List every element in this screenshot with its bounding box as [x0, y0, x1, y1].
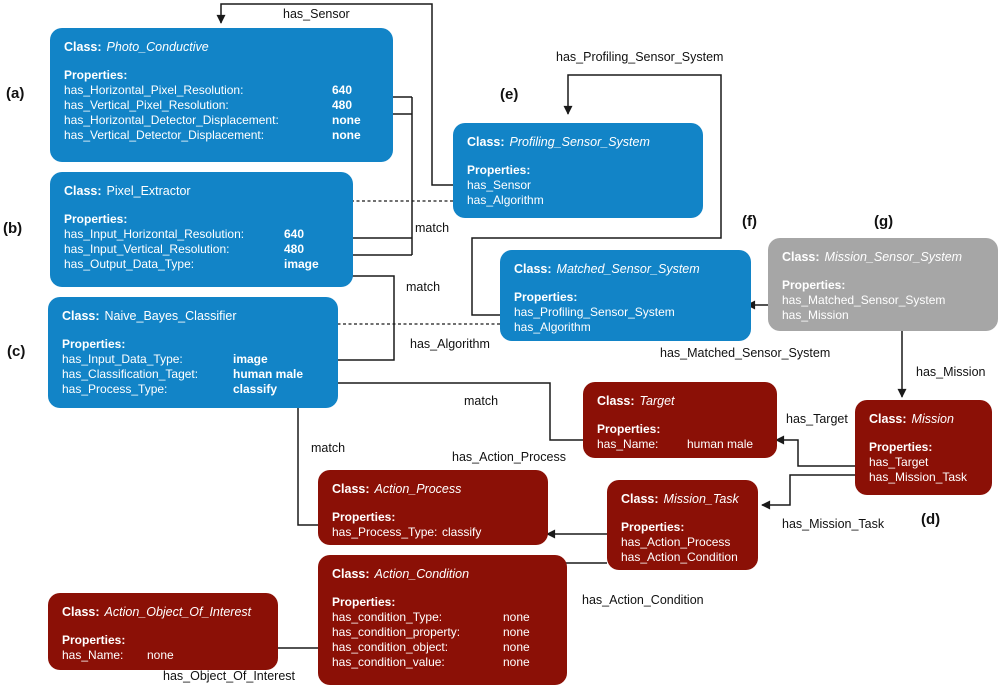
edge-label-has-target: has_Target: [786, 412, 848, 426]
properties-heading: Properties:: [62, 633, 126, 647]
edge-label-has-mission-task: has_Mission_Task: [782, 517, 885, 531]
property-row: has_Profiling_Sensor_System: [514, 305, 675, 319]
class-box-matched-sensor-system: Class:Matched_Sensor_System Properties: …: [500, 250, 751, 341]
class-title: Class:Photo_Conductive: [64, 40, 209, 54]
property-row: has_Horizontal_Detector_Displacement:non…: [64, 113, 361, 127]
properties-heading: Properties:: [332, 595, 396, 609]
property-row: has_condition_Type:none: [332, 610, 530, 624]
class-box-photo-conductive: Class:Photo_Conductive Properties: has_H…: [50, 28, 393, 162]
property-row: has_Action_Condition: [621, 550, 738, 564]
panel-label-b: (b): [3, 220, 23, 237]
property-row: has_Process_Type:classify: [62, 382, 278, 396]
property-row: has_Matched_Sensor_System: [782, 293, 946, 307]
property-row: has_Mission: [782, 308, 849, 322]
wire-match-c-process: [288, 396, 318, 526]
properties-heading: Properties:: [64, 68, 128, 82]
class-box-action-process: Class:Action_Process Properties: has_Pro…: [318, 470, 548, 545]
property-row: has_condition_value:none: [332, 655, 530, 669]
panel-label-g: (g): [874, 213, 894, 230]
property-row: has_Horizontal_Pixel_Resolution:640: [64, 83, 353, 97]
class-box-mission: Class:Mission Properties: has_Target has…: [855, 400, 992, 495]
class-title: Class:Action_Process: [332, 482, 462, 496]
class-box-naive-bayes-classifier: Class:Naive_Bayes_Classifier Properties:…: [48, 297, 338, 408]
property-row: has_condition_property:none: [332, 625, 530, 639]
properties-heading: Properties:: [514, 290, 578, 304]
edge-label-has-action-condition: has_Action_Condition: [582, 593, 704, 607]
class-title: Class:Profiling_Sensor_System: [467, 135, 650, 149]
property-row: has_Input_Horizontal_Resolution:640: [64, 227, 305, 241]
property-row: has_Target: [869, 455, 929, 469]
class-title: Class:Target: [597, 394, 675, 408]
edge-label-has-algorithm-f: has_Algorithm: [410, 337, 490, 351]
class-title: Class:Naive_Bayes_Classifier: [62, 309, 237, 323]
edge-label-match-c-process: match: [311, 441, 346, 455]
class-title: Class:Mission_Task: [621, 492, 739, 506]
class-box-action-condition: Class:Action_Condition Properties: has_c…: [318, 555, 567, 685]
class-box-profiling-sensor-system: Class:Profiling_Sensor_System Properties…: [453, 123, 703, 218]
edge-label-has-mission: has_Mission: [916, 365, 986, 379]
property-row: has_condition_object:none: [332, 640, 530, 654]
property-row: has_Vertical_Detector_Displacement:none: [64, 128, 361, 142]
edge-label-has-sensor: has_Sensor: [283, 7, 350, 21]
panel-label-f: (f): [742, 213, 757, 230]
property-row: has_Algorithm: [467, 193, 544, 207]
wire-match-c-target: [317, 382, 583, 441]
wire-has-target: [775, 435, 855, 467]
class-title: Class:Action_Object_Of_Interest: [62, 605, 252, 619]
properties-heading: Properties:: [621, 520, 685, 534]
property-row: has_Algorithm: [514, 320, 591, 334]
class-title: Class:Matched_Sensor_System: [514, 262, 700, 276]
properties-heading: Properties:: [332, 510, 396, 524]
property-row: has_Process_Type:classify: [332, 525, 482, 539]
class-box-action-object-of-interest: Class:Action_Object_Of_Interest Properti…: [48, 593, 278, 670]
property-row: has_Output_Data_Type:image: [64, 257, 319, 271]
edge-label-match-c-target: match: [464, 394, 499, 408]
edge-label-match-bc: match: [406, 280, 441, 294]
property-row: has_Action_Process: [621, 535, 731, 549]
class-title: Class:Mission_Sensor_System: [782, 250, 963, 264]
edge-label-has-action-process: has_Action_Process: [452, 450, 566, 464]
class-title: Class:Pixel_Extractor: [64, 184, 191, 198]
wire-has-mission-task: [761, 474, 855, 510]
class-box-target: Class:Target Properties: has_Name:human …: [583, 382, 777, 458]
properties-heading: Properties:: [64, 212, 128, 226]
property-row: has_Classification_Taget:human male: [62, 367, 304, 381]
property-row: has_Mission_Task: [869, 470, 968, 484]
property-row: has_Input_Vertical_Resolution:480: [64, 242, 305, 256]
properties-heading: Properties:: [597, 422, 661, 436]
panel-label-a: (a): [6, 85, 25, 102]
class-title: Class:Mission: [869, 412, 954, 426]
property-row: has_Vertical_Pixel_Resolution:480: [64, 98, 353, 112]
edge-label-match-ab: match: [415, 221, 450, 235]
property-row: has_Input_Data_Type:image: [62, 352, 268, 366]
edge-label-has-profiling-sensor-system: has_Profiling_Sensor_System: [556, 50, 724, 64]
properties-heading: Properties:: [869, 440, 933, 454]
class-box-mission-sensor-system: Class:Mission_Sensor_System Properties: …: [768, 238, 998, 331]
panel-label-c: (c): [7, 343, 26, 360]
panel-label-d: (d): [921, 511, 941, 528]
edge-label-has-matched-sensor-system: has_Matched_Sensor_System: [660, 346, 831, 360]
class-box-pixel-extractor: Class:Pixel_Extractor Properties: has_In…: [50, 172, 353, 287]
property-row: has_Name:none: [62, 648, 174, 662]
class-title: Class:Action_Condition: [332, 567, 470, 581]
class-box-mission-task: Class:Mission_Task Properties: has_Actio…: [607, 480, 758, 570]
property-row: has_Name:human male: [597, 437, 754, 451]
property-row: has_Sensor: [467, 178, 532, 192]
properties-heading: Properties:: [467, 163, 531, 177]
properties-heading: Properties:: [782, 278, 846, 292]
properties-heading: Properties:: [62, 337, 126, 351]
panel-label-e: (e): [500, 86, 519, 103]
edge-label-has-object-of-interest: has_Object_Of_Interest: [163, 669, 296, 683]
